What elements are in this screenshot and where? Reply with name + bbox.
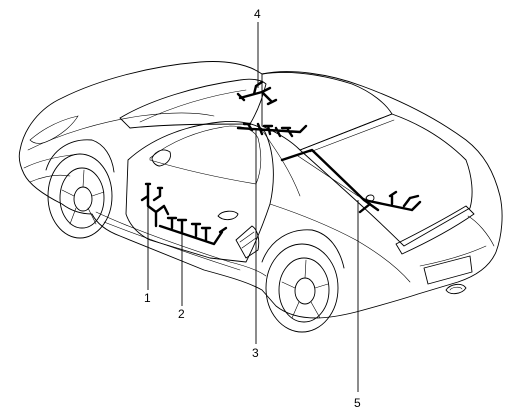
harness-3: [236, 122, 308, 138]
rear-wheel: [261, 229, 345, 333]
callout-1: 1: [144, 291, 151, 305]
car-outline: [18, 61, 503, 319]
callout-5: 5: [354, 396, 361, 410]
harness-2: [158, 216, 228, 246]
callout-4: 4: [254, 7, 261, 21]
leader-lines: [147, 22, 359, 392]
harness-4: [236, 80, 278, 106]
harness-1: [140, 182, 170, 228]
front-wheel: [45, 139, 115, 239]
callout-2: 2: [178, 307, 185, 321]
callout-3: 3: [252, 346, 259, 360]
harness-5: [280, 148, 422, 214]
